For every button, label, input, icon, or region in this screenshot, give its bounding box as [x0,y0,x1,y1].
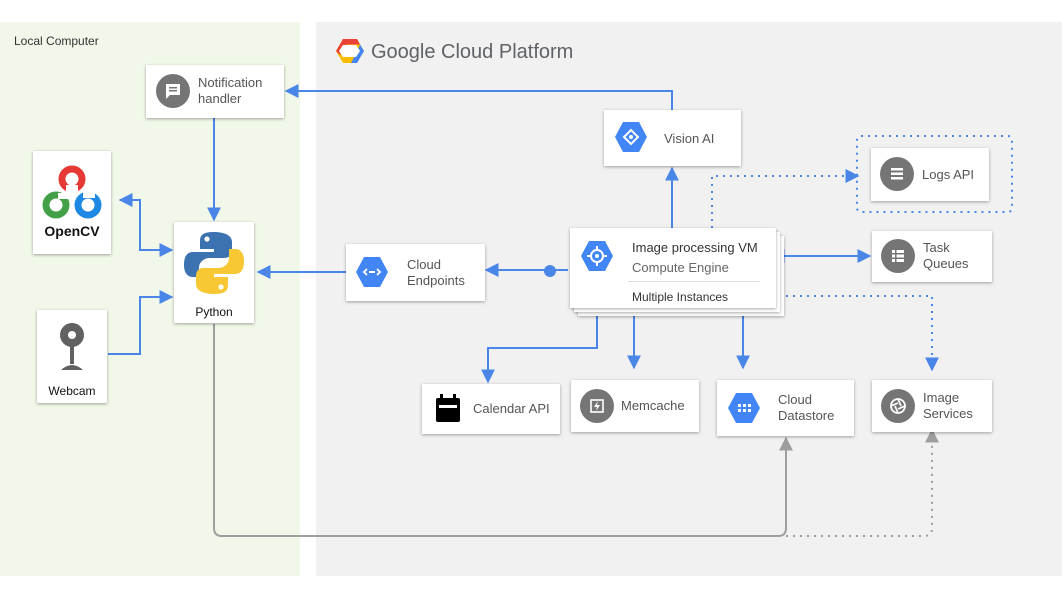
vm-to-image-services-dotted-arrow [786,295,939,372]
python-label: Python [195,305,233,319]
calendar-icon [434,392,462,429]
gcp-brand-title: Google Cloud Platform [371,41,574,63]
compute-engine-hex-icon [580,240,614,277]
task-queues-icon [881,239,915,273]
notification-handler-card: Notification handler [146,65,284,118]
vm-subtitle: Compute Engine [632,260,729,275]
notification-handler-label-2: handler [198,91,242,106]
datastore-hex-icon [727,392,761,429]
vision-to-notification-arrow [284,84,673,110]
webcam-to-python-arrow [108,290,174,355]
logs-api-label: Logs API [922,167,975,182]
webcam-icon [57,320,87,377]
task-queues-card: Task Queues [872,231,992,282]
gcp-hexagon-icon [336,39,364,63]
vm-to-calendar-arrow [481,308,598,384]
cloud-endpoints-label-1: Cloud [407,257,441,272]
calendar-api-card: Calendar API [422,384,560,434]
notification-handler-label-1: Notification [198,75,263,90]
calendar-api-label: Calendar API [473,401,550,416]
vm-divider [628,281,760,282]
memcache-card: Memcache [571,380,699,432]
webcam-card: Webcam [37,310,107,403]
webcam-label: Webcam [48,384,96,398]
image-services-label-2: Services [923,406,973,421]
cloud-endpoints-card: Cloud Endpoints [346,244,485,301]
cloud-endpoints-label-2: Endpoints [407,273,465,288]
endpoints-junction-dot [544,265,556,277]
vision-hex-icon [614,121,648,158]
python-to-image-services-dotted-arrow [786,428,939,537]
task-queues-label-2: Queues [923,256,969,271]
python-logo [182,230,246,301]
vm-to-logs-dotted-arrow [711,169,860,228]
message-icon [156,74,190,108]
cloud-datastore-card: Cloud Datastore [717,380,854,436]
endpoints-hex-icon [355,256,389,293]
logs-icon [880,157,914,191]
opencv-card: OpenCV [33,151,111,254]
cloud-datastore-label-2: Datastore [778,408,835,423]
python-to-datastore-gray-arrow [213,324,793,537]
memcache-label: Memcache [621,398,685,413]
vision-ai-label: Vision AI [664,131,715,146]
local-computer-label: Local Computer [14,34,99,48]
opencv-python-arrow [118,193,174,257]
vision-ai-card: Vision AI [604,110,741,166]
memcache-icon [580,389,614,423]
opencv-label: OpenCV [44,223,100,239]
image-services-icon [881,389,915,423]
cloud-datastore-label-1: Cloud [778,392,812,407]
logs-api-card: Logs API [871,148,989,201]
image-services-label-1: Image [923,390,960,405]
vm-footer: Multiple Instances [632,290,729,304]
image-services-card: Image Services [872,380,992,432]
python-card: Python [174,222,254,323]
opencv-logo [41,165,103,226]
image-processing-vm-card: Image processing VM Compute Engine Multi… [570,228,776,308]
gcp-logo [336,38,364,64]
vm-title: Image processing VM [632,240,758,255]
logs-dotted-group [856,135,1013,213]
task-queues-label-1: Task [923,240,950,255]
